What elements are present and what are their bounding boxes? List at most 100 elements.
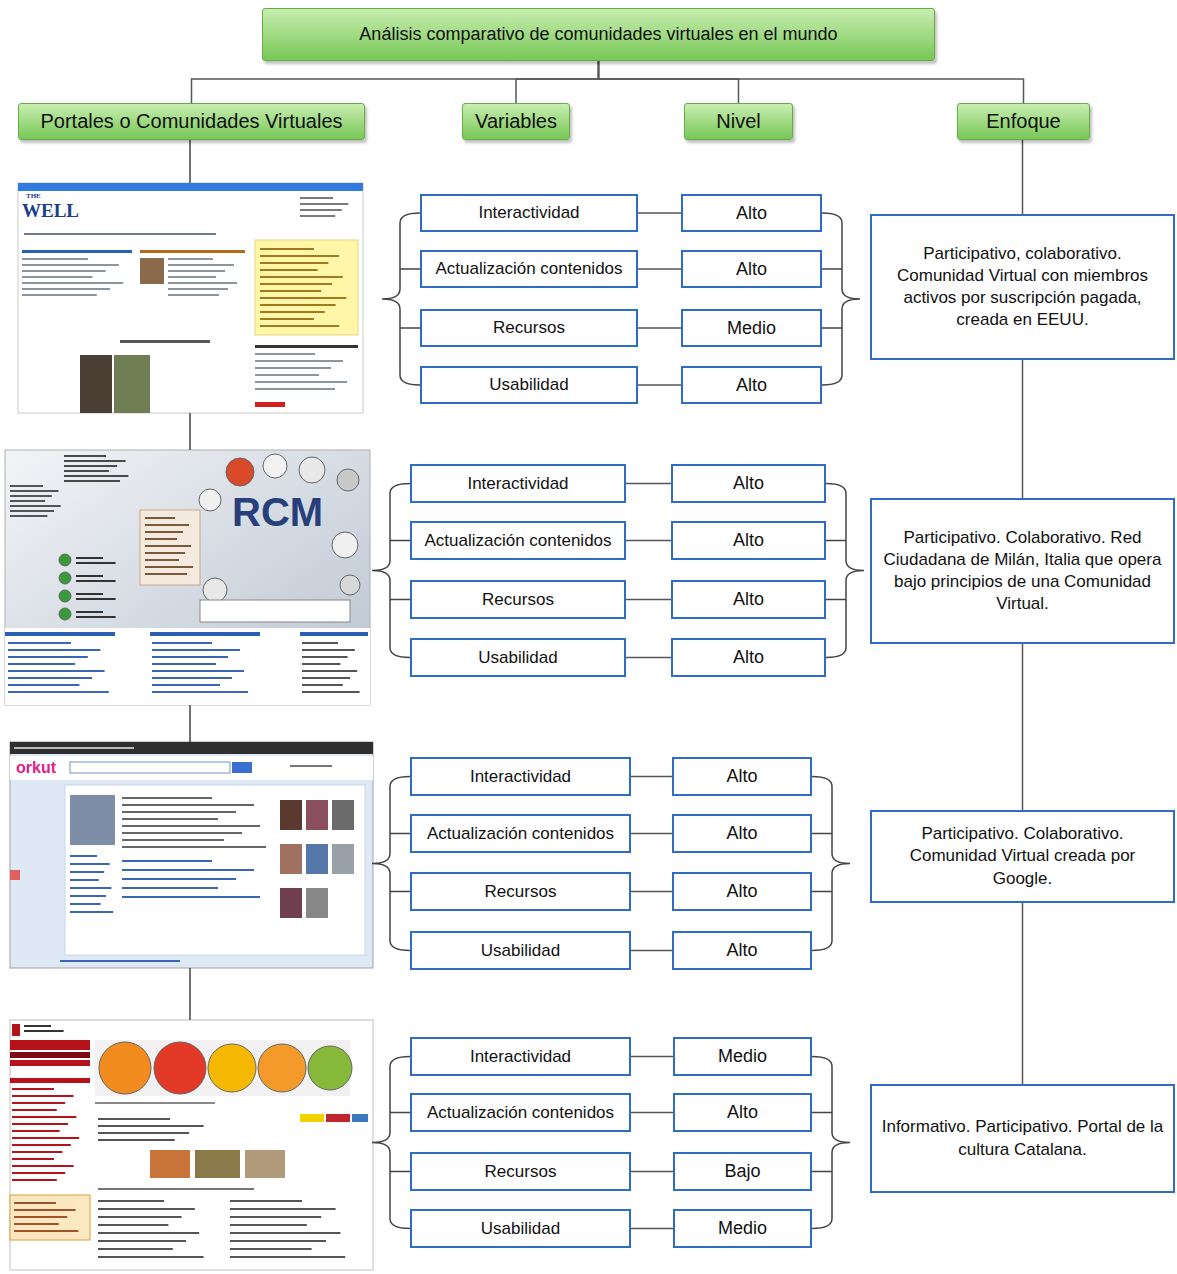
text-line bbox=[12, 1165, 74, 1167]
screenshot-frame bbox=[10, 1020, 373, 1270]
level-box: Alto bbox=[672, 872, 812, 911]
text-line bbox=[24, 233, 216, 235]
screen-icon bbox=[59, 554, 71, 566]
text-line bbox=[76, 593, 103, 595]
screenshot-well bbox=[18, 183, 363, 413]
text-line bbox=[76, 562, 116, 564]
variable-box: Recursos bbox=[420, 309, 638, 347]
screen-photo bbox=[306, 888, 328, 918]
screen-photo bbox=[80, 355, 112, 413]
box-text: Usabilidad bbox=[481, 941, 560, 961]
text-line bbox=[22, 258, 88, 260]
screen-photo bbox=[114, 355, 150, 413]
text-line bbox=[302, 649, 355, 651]
connector-line bbox=[631, 1171, 673, 1173]
text-line bbox=[24, 1025, 51, 1027]
text-line bbox=[8, 663, 75, 665]
text-line bbox=[122, 878, 236, 880]
screen-heading bbox=[140, 250, 245, 253]
box-text: Alto bbox=[736, 375, 767, 396]
screen-photo bbox=[306, 800, 328, 830]
text-line bbox=[12, 1130, 60, 1132]
text-line bbox=[122, 846, 266, 848]
box-text: Interactividad bbox=[478, 203, 579, 223]
logo-text: THE bbox=[26, 193, 41, 200]
text-line bbox=[230, 1208, 336, 1210]
connector-line bbox=[638, 212, 681, 214]
screen-nav bbox=[10, 1052, 90, 1058]
text-line bbox=[8, 684, 79, 686]
text-line bbox=[230, 1224, 307, 1226]
level-box: Alto bbox=[671, 638, 826, 677]
text-line bbox=[70, 871, 104, 873]
screen-header bbox=[10, 756, 373, 780]
joining-line bbox=[189, 705, 191, 742]
box-text: Recursos bbox=[485, 882, 557, 902]
text-line bbox=[230, 1256, 345, 1258]
screen-icon bbox=[199, 489, 221, 511]
text-line bbox=[302, 691, 360, 693]
variable-box: Interactividad bbox=[410, 1037, 631, 1076]
level-box: Alto bbox=[681, 366, 822, 404]
text-line bbox=[64, 470, 109, 472]
text-line bbox=[290, 765, 332, 767]
screen-photo bbox=[140, 258, 164, 284]
text-line bbox=[168, 276, 216, 278]
text-line bbox=[300, 203, 348, 205]
text-line bbox=[76, 580, 116, 582]
screenshot-frame bbox=[10, 742, 373, 968]
text-line bbox=[145, 559, 179, 561]
screenshot-frame bbox=[5, 450, 370, 705]
text-line bbox=[8, 649, 100, 651]
text-line bbox=[98, 1216, 182, 1218]
box-text: Usabilidad bbox=[481, 1219, 560, 1239]
text-line bbox=[260, 304, 336, 306]
level-box: Medio bbox=[673, 1209, 812, 1248]
text-line bbox=[64, 460, 126, 462]
text-line bbox=[168, 270, 225, 272]
text-line bbox=[260, 290, 321, 292]
screen-icon bbox=[337, 469, 359, 491]
curly-brace bbox=[382, 213, 420, 385]
text-line bbox=[12, 1172, 65, 1174]
box-text: Participativo. Colaborativo. Red Ciudada… bbox=[880, 527, 1165, 615]
text-line bbox=[12, 1123, 68, 1125]
connector-line bbox=[638, 268, 681, 270]
level-box: Medio bbox=[681, 309, 822, 347]
text-line bbox=[76, 616, 116, 618]
text-line bbox=[10, 485, 43, 487]
text-line bbox=[70, 911, 113, 913]
screen-icon bbox=[226, 458, 254, 486]
level-box: Alto bbox=[671, 521, 826, 560]
box-text: Participativo, colaborativo. Comunidad V… bbox=[880, 243, 1165, 331]
box-text: Actualización contenidos bbox=[435, 259, 622, 279]
curly-brace bbox=[822, 213, 860, 385]
text-line bbox=[76, 598, 116, 600]
box-text: Alto bbox=[733, 647, 764, 668]
connector-line bbox=[631, 891, 672, 893]
logo-text: WELL bbox=[22, 201, 79, 220]
box-text: Interactividad bbox=[470, 767, 571, 787]
text-line bbox=[98, 1125, 204, 1127]
text-line bbox=[22, 294, 97, 296]
screen-icon bbox=[59, 590, 71, 602]
variable-box: Actualización contenidos bbox=[410, 521, 626, 560]
screen-banner bbox=[200, 600, 350, 622]
text-line bbox=[70, 879, 99, 881]
text-line bbox=[145, 524, 189, 526]
screen-button bbox=[326, 1114, 350, 1122]
connector-line bbox=[631, 950, 672, 952]
screen-heading bbox=[255, 345, 358, 348]
text-line bbox=[22, 288, 110, 290]
text-line bbox=[98, 1139, 175, 1141]
box-text: Alto bbox=[733, 473, 764, 494]
box-text: Bajo bbox=[724, 1161, 760, 1182]
connector-line bbox=[599, 61, 1024, 103]
screen-nav bbox=[10, 1040, 90, 1050]
variable-box: Interactividad bbox=[410, 757, 631, 796]
text-line bbox=[300, 197, 333, 199]
box-text: Medio bbox=[727, 318, 776, 339]
level-box: Alto bbox=[672, 931, 812, 970]
text-line bbox=[98, 1224, 168, 1226]
